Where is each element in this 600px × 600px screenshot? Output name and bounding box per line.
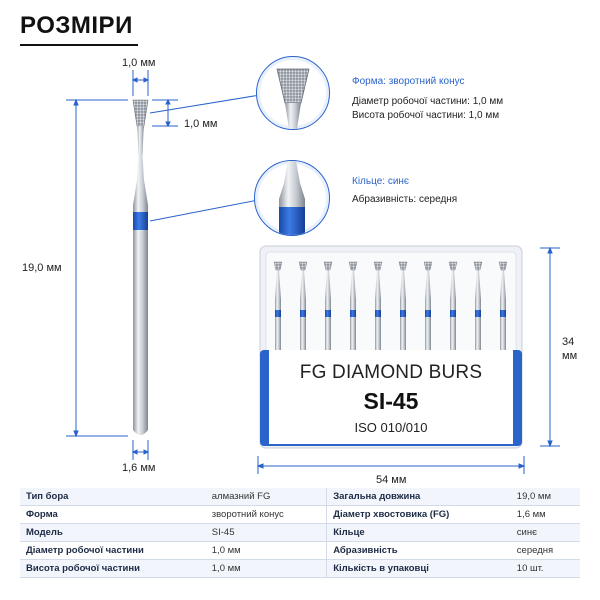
spec-key: Висота робочої частини	[20, 559, 206, 578]
spec-key: Загальна довжина	[326, 488, 511, 506]
box-bur	[498, 261, 508, 350]
callout-head-zoom	[256, 56, 330, 130]
box-label-brand: FG DIAMOND BURS	[299, 362, 483, 383]
spec-value: середня	[510, 541, 580, 560]
spec-value: 1,6 мм	[510, 505, 580, 524]
callout-shape-label: Форма: зворотний конус	[352, 76, 465, 87]
bur-ring-zoom-icon	[279, 161, 305, 235]
spec-value: синє	[510, 523, 580, 542]
box-bur	[298, 261, 308, 350]
spec-key: Діаметр хвостовика (FG)	[326, 505, 511, 524]
dim-head-width	[131, 70, 150, 96]
label-total-length: 19,0 мм	[22, 262, 62, 274]
box-bur	[373, 261, 383, 350]
label-box-height-value: 34	[562, 336, 575, 348]
callout-leader-shape	[149, 94, 261, 114]
spec-key: Форма	[20, 505, 206, 524]
bur-main	[132, 99, 149, 435]
box-bur	[473, 261, 483, 350]
spec-key: Модель	[20, 523, 206, 542]
box-bur	[273, 261, 283, 350]
dim-head-height	[152, 98, 178, 128]
box-bur	[398, 261, 408, 350]
spec-value: SI-45	[205, 523, 327, 542]
spec-key: Абразивність	[326, 541, 511, 560]
spec-value: 10 шт.	[510, 559, 580, 578]
spec-value: алмазний FG	[205, 488, 327, 506]
label-box-width: 54 мм	[376, 474, 407, 486]
dim-shank-diameter	[131, 440, 150, 460]
box-burs	[273, 261, 508, 350]
spec-value: 1,0 мм	[205, 559, 327, 578]
label-head-width: 1,0 мм	[122, 57, 156, 69]
callout-ring-line-1: Абразивність: середня	[352, 194, 458, 205]
callout-shape-line-1: Діаметр робочої частини: 1,0 мм	[352, 96, 504, 107]
dim-box-height	[540, 246, 560, 448]
spec-key: Тип бора	[20, 488, 206, 506]
label-box-height-unit: мм	[562, 350, 578, 362]
box-bur	[448, 261, 458, 350]
box-label-model: SI-45	[363, 388, 419, 414]
spec-key: Діаметр робочої частини	[20, 541, 206, 560]
box-bur	[348, 261, 358, 350]
label-shank-diameter: 1,6 мм	[122, 462, 156, 474]
dim-total-length	[66, 98, 128, 438]
box-label-iso: ISO 010/010	[354, 420, 428, 435]
bur-box	[259, 245, 523, 449]
page-title: РОЗМІРИ	[20, 12, 133, 39]
callout-shape-line-2: Висота робочої частини: 1,0 мм	[352, 110, 500, 121]
callout-ring-zoom	[254, 160, 330, 236]
bur-head-zoom-icon	[276, 68, 310, 129]
spec-key: Кількість в упаковці	[326, 559, 511, 578]
label-head-height: 1,0 мм	[184, 118, 218, 130]
spec-key: Кільце	[326, 523, 511, 542]
spec-value: зворотний конус	[205, 505, 327, 524]
box-bur	[423, 261, 433, 350]
spec-value: 19,0 мм	[510, 488, 580, 506]
title-underline	[20, 44, 138, 46]
box-bur	[323, 261, 333, 350]
callout-leader-ring	[149, 199, 259, 222]
callout-ring-label: Кільце: синє	[352, 176, 410, 187]
spec-value: 1,0 мм	[205, 541, 327, 560]
dim-box-width	[256, 456, 526, 474]
